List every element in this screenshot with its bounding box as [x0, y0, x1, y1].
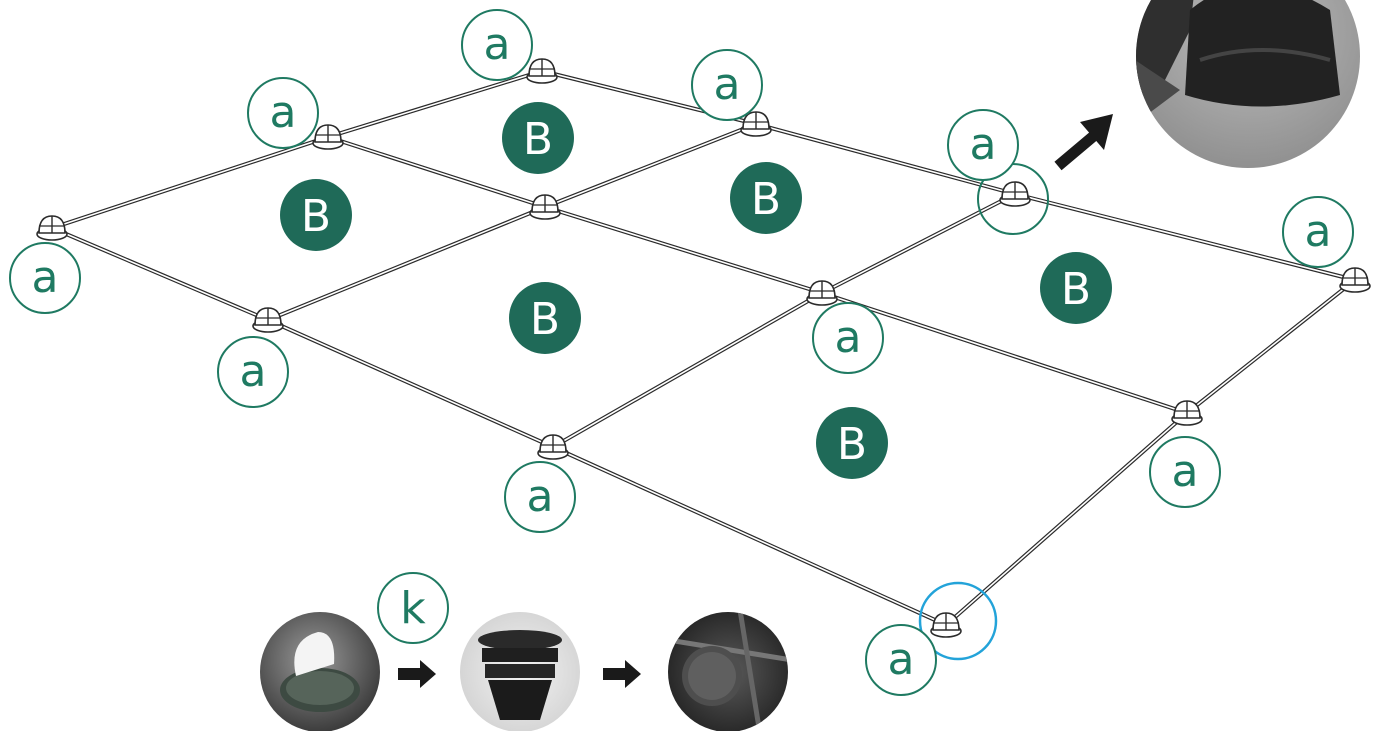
arrow-right-icon [398, 660, 436, 688]
panel-label-text: B [523, 114, 553, 165]
panel-label: B [730, 162, 802, 234]
connector-node [740, 111, 772, 137]
panel-label: B [509, 282, 581, 354]
connector-label: a [247, 77, 319, 149]
pad-label-text: k [400, 583, 426, 634]
connector-label: a [217, 336, 289, 408]
panel-label: B [502, 102, 574, 174]
connector-label-text: a [240, 346, 267, 397]
connector-node [806, 280, 838, 306]
connector-cap-photo [460, 612, 580, 731]
panel-label-text: B [301, 191, 331, 242]
connector-label: a [504, 461, 576, 533]
adhesive-felt-pad-photo [260, 612, 380, 731]
connector-label: a [947, 109, 1019, 181]
connector-node [930, 612, 962, 638]
connector-label-text: a [714, 59, 741, 110]
frame-rods [51, 69, 1357, 627]
connector-node [1339, 267, 1371, 293]
panel-label-text: B [530, 294, 560, 345]
connector-node [1171, 400, 1203, 426]
connector-label: a [865, 624, 937, 696]
connector-label: a [1149, 436, 1221, 508]
panel-label: B [1040, 252, 1112, 324]
connector-label-text: a [527, 471, 554, 522]
connector-node [36, 215, 68, 241]
connector-node [312, 124, 344, 150]
connector-label-text: a [888, 634, 915, 685]
panel-label: B [816, 407, 888, 479]
connector-label: a [691, 49, 763, 121]
connector-label-text: a [270, 87, 297, 138]
connector-label: a [812, 302, 884, 374]
arrow-right-icon [1054, 114, 1113, 171]
connector-node [999, 181, 1031, 207]
connector-label-text: a [835, 312, 862, 363]
connector-nodes [36, 58, 1371, 638]
connector-node [529, 194, 561, 220]
connector-closeup-photo [1136, 0, 1360, 168]
installed-pad-photo [668, 612, 788, 731]
connector-label-text: a [484, 19, 511, 70]
connector-label-text: a [1305, 206, 1332, 257]
panel-label-text: B [837, 419, 867, 470]
pad-label: k [377, 572, 449, 644]
panel-labels: B B B B B B [280, 102, 1112, 479]
connector-node [537, 434, 569, 460]
connector-node [526, 58, 558, 84]
connector-label: a [1282, 196, 1354, 268]
connector-label: a [9, 242, 81, 314]
panel-label-text: B [1061, 264, 1091, 315]
panel-label: B [280, 179, 352, 251]
connector-label-text: a [970, 119, 997, 170]
arrow-right-icon [603, 660, 641, 688]
highlight-ring [918, 581, 998, 661]
connector-label-text: a [32, 252, 59, 303]
connector-label-text: a [1172, 446, 1199, 497]
connector-node [252, 307, 284, 333]
panel-label-text: B [751, 174, 781, 225]
connector-label: a [461, 9, 533, 81]
connector-labels: a a a a a a a a a a a [9, 9, 1354, 696]
